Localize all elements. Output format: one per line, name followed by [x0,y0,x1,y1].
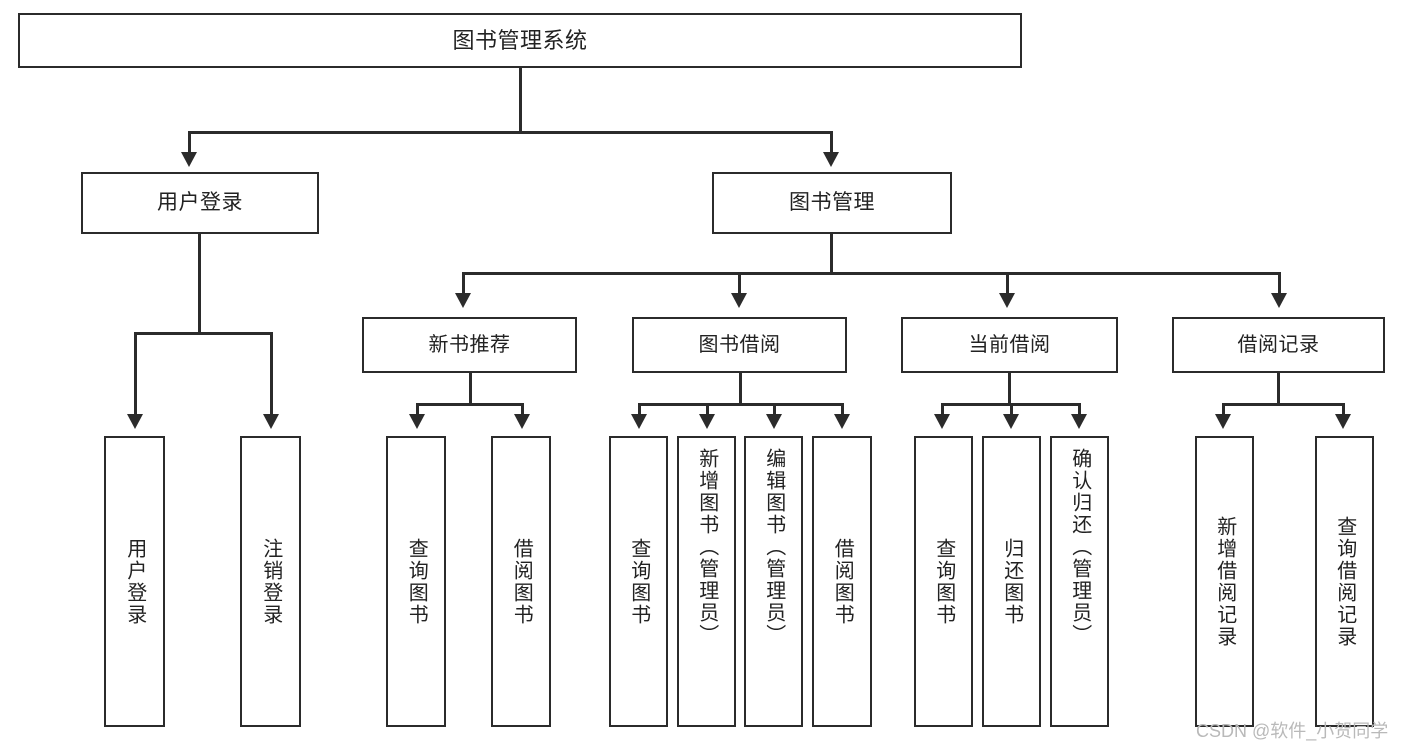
leaf-label: 用户登录 [123,537,146,626]
node-user-login[interactable]: 用户登录 [81,172,319,234]
node-current-borrow[interactable]: 当前借阅 [901,317,1118,373]
leaf-return-book[interactable]: 归还图书 [982,436,1041,727]
arrow-user-login-to-leaf-1 [127,414,143,429]
connector-borrowrecord-to-leaf-1 [1222,403,1225,417]
arrow-borrowrecord-to-leaf-2 [1335,414,1351,429]
node-label: 图书借阅 [698,333,781,356]
connector-currentborrow-to-leaf-2 [1010,403,1013,417]
leaf-label: 查询图书 [932,537,955,626]
connector-bookborrow-to-leaf-1 [638,403,641,417]
connector-borrow-record-stem [1277,373,1280,405]
connector-bm-to-new-book [462,272,465,297]
connector-book-management-bus [462,272,1280,275]
leaf-confirm-return-admin[interactable]: 确认归还（管理员） [1050,436,1109,727]
leaf-label: 确认归还（管理员） [1068,448,1091,646]
arrow-newbook-to-leaf-2 [514,414,530,429]
connector-currentborrow-to-leaf-3 [1078,403,1081,417]
node-book-borrow[interactable]: 图书借阅 [632,317,847,373]
arrow-newbook-to-leaf-1 [409,414,425,429]
arrow-bm-to-current-borrow [999,293,1015,308]
arrow-bm-to-new-book [455,293,471,308]
leaf-add-book-admin[interactable]: 新增图书（管理员） [677,436,736,727]
leaf-label: 编辑图书（管理员） [762,448,785,646]
connector-bm-to-current-borrow [1006,272,1009,297]
connector-book-borrow-stem [739,373,742,405]
connector-borrowrecord-to-leaf-2 [1342,403,1345,417]
leaf-add-borrow-record[interactable]: 新增借阅记录 [1195,436,1254,727]
connector-user-login-to-leaf-1 [134,332,137,417]
leaf-borrow-book-recommend[interactable]: 借阅图书 [491,436,551,727]
node-label: 用户登录 [157,190,243,214]
connector-current-borrow-stem [1008,373,1011,405]
connector-new-book-bus [416,403,523,406]
arrow-currentborrow-to-leaf-1 [934,414,950,429]
leaf-query-book-recommend[interactable]: 查询图书 [386,436,446,727]
connector-borrow-record-bus [1222,403,1344,406]
connector-root-stem [519,68,522,133]
arrow-borrowrecord-to-leaf-1 [1215,414,1231,429]
leaf-label: 借阅图书 [831,537,854,626]
leaf-user-login[interactable]: 用户登录 [104,436,165,727]
connector-bookborrow-to-leaf-3 [773,403,776,417]
leaf-label: 借阅图书 [510,537,533,626]
leaf-label: 新增借阅记录 [1213,515,1236,648]
leaf-logout-login[interactable]: 注销登录 [240,436,301,727]
connector-user-login-bus [134,332,272,335]
arrow-bookborrow-to-leaf-3 [766,414,782,429]
node-label: 当前借阅 [968,333,1051,356]
node-label: 图书管理 [789,190,875,214]
node-borrow-record[interactable]: 借阅记录 [1172,317,1385,373]
node-label: 图书管理系统 [452,27,588,53]
connector-newbook-to-leaf-2 [521,403,524,417]
connector-user-login-to-leaf-2 [270,332,273,417]
watermark-text: CSDN @软件_小贺同学 [1196,721,1389,741]
connector-newbook-to-leaf-1 [416,403,419,417]
connector-bm-to-borrow-record [1278,272,1281,297]
leaf-label: 查询图书 [627,537,650,626]
arrow-bm-to-borrow-record [1271,293,1287,308]
connector-currentborrow-to-leaf-1 [941,403,944,417]
node-label: 新书推荐 [428,333,511,356]
leaf-borrow-book[interactable]: 借阅图书 [812,436,872,727]
arrow-user-login-to-leaf-2 [263,414,279,429]
leaf-label: 查询图书 [405,537,428,626]
leaf-label: 注销登录 [259,537,282,626]
arrow-bookborrow-to-leaf-4 [834,414,850,429]
arrow-root-to-book-management [823,152,839,167]
arrow-bm-to-book-borrow [731,293,747,308]
leaf-label: 新增图书（管理员） [695,448,718,646]
leaf-query-book-borrow[interactable]: 查询图书 [609,436,668,727]
connector-bookborrow-to-leaf-4 [841,403,844,417]
connector-bm-to-book-borrow [738,272,741,297]
node-book-management[interactable]: 图书管理 [712,172,952,234]
leaf-query-book-current[interactable]: 查询图书 [914,436,973,727]
connector-book-management-stem [830,234,833,274]
node-root-book-management-system[interactable]: 图书管理系统 [18,13,1022,68]
connector-bookborrow-to-leaf-2 [706,403,709,417]
connector-root-to-user-login [188,131,191,156]
node-new-book-recommend[interactable]: 新书推荐 [362,317,577,373]
connector-root-to-book-management [830,131,833,156]
leaf-label: 归还图书 [1000,537,1023,626]
leaf-label: 查询借阅记录 [1333,515,1356,648]
connector-new-book-stem [469,373,472,405]
leaf-query-borrow-record[interactable]: 查询借阅记录 [1315,436,1374,727]
arrow-currentborrow-to-leaf-3 [1071,414,1087,429]
arrow-bookborrow-to-leaf-2 [699,414,715,429]
arrow-bookborrow-to-leaf-1 [631,414,647,429]
leaf-edit-book-admin[interactable]: 编辑图书（管理员） [744,436,803,727]
arrow-currentborrow-to-leaf-2 [1003,414,1019,429]
node-label: 借阅记录 [1237,333,1320,356]
connector-book-borrow-bus [638,403,843,406]
arrow-root-to-user-login [181,152,197,167]
connector-root-bus [188,131,832,134]
connector-user-login-stem [198,234,201,334]
